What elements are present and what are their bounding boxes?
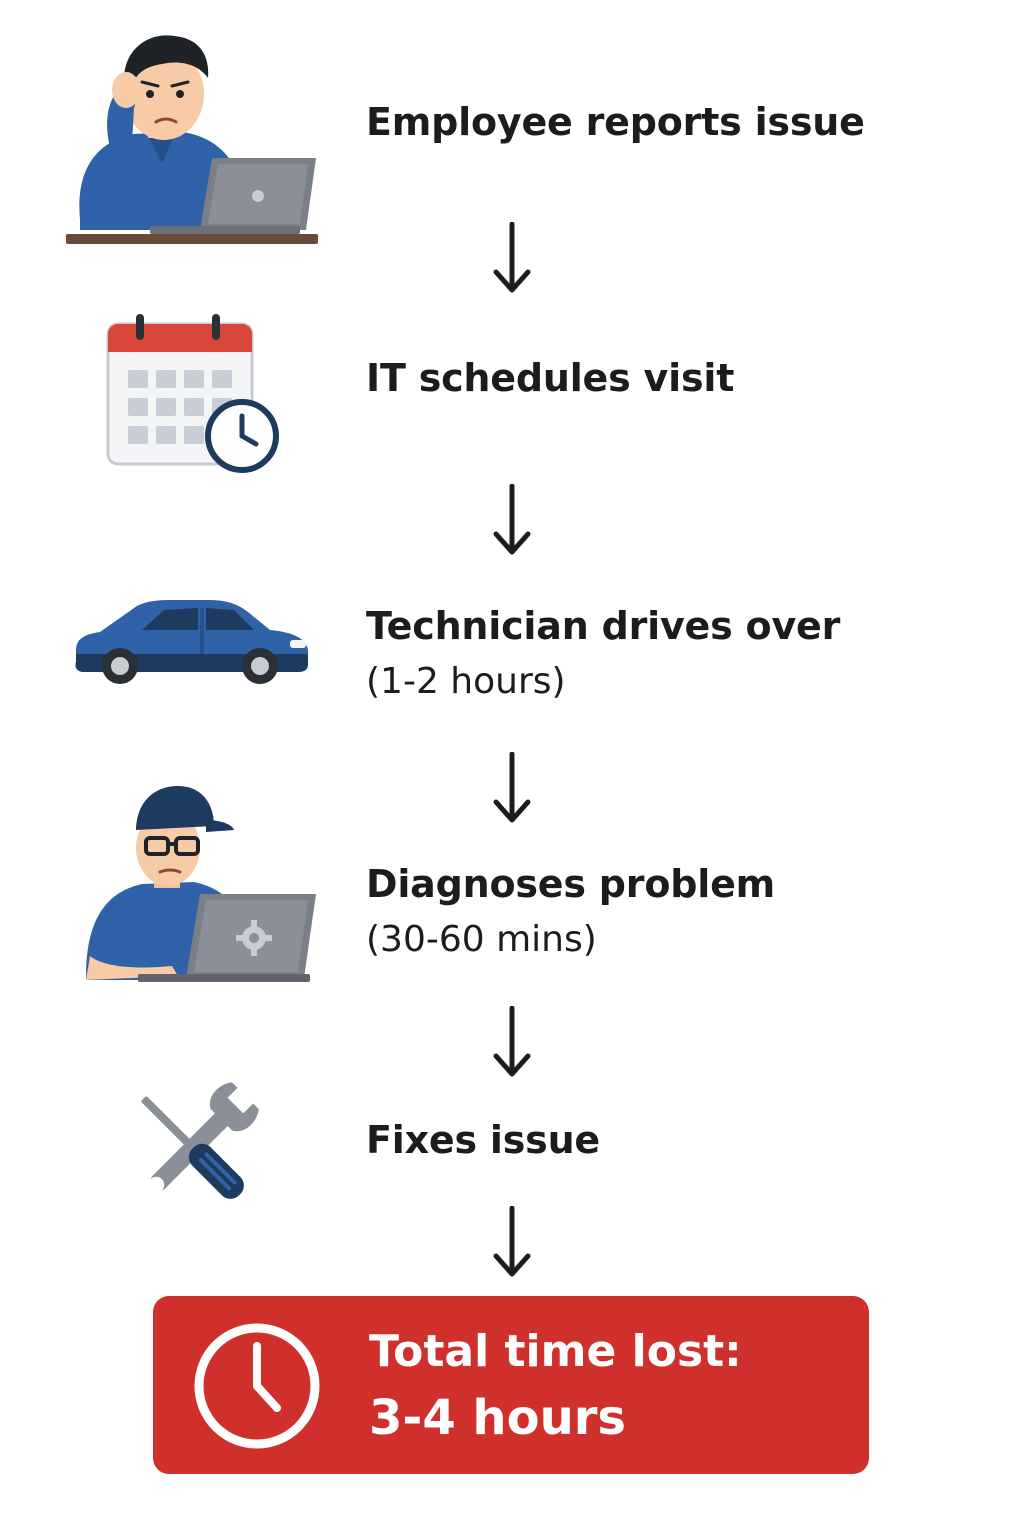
car-icon — [75, 600, 309, 684]
down-arrow-icon — [493, 1006, 531, 1077]
step-label: Technician drives over — [366, 604, 841, 648]
total-value: 3-4 hours — [369, 1390, 626, 1446]
step-label: Employee reports issue — [366, 100, 865, 144]
employee-laptop-icon — [66, 35, 318, 244]
step-duration: (30-60 mins) — [366, 919, 597, 960]
down-arrow-icon — [493, 222, 531, 293]
step-duration: (1-2 hours) — [366, 661, 566, 702]
calendar-clock-icon — [106, 314, 279, 473]
technician-laptop-icon — [86, 786, 316, 982]
step-label: Fixes issue — [366, 1118, 601, 1162]
down-arrow-icon — [493, 1206, 531, 1277]
step-label: IT schedules visit — [366, 356, 735, 400]
down-arrow-icon — [493, 752, 531, 823]
clock-icon — [194, 1323, 320, 1449]
tools-icon — [141, 1082, 259, 1199]
down-arrow-icon — [493, 484, 531, 555]
step-label: Diagnoses problem — [366, 862, 776, 906]
total-label: Total time lost: — [369, 1326, 742, 1377]
total-time-box: Total time lost: 3-4 hours — [153, 1296, 869, 1474]
